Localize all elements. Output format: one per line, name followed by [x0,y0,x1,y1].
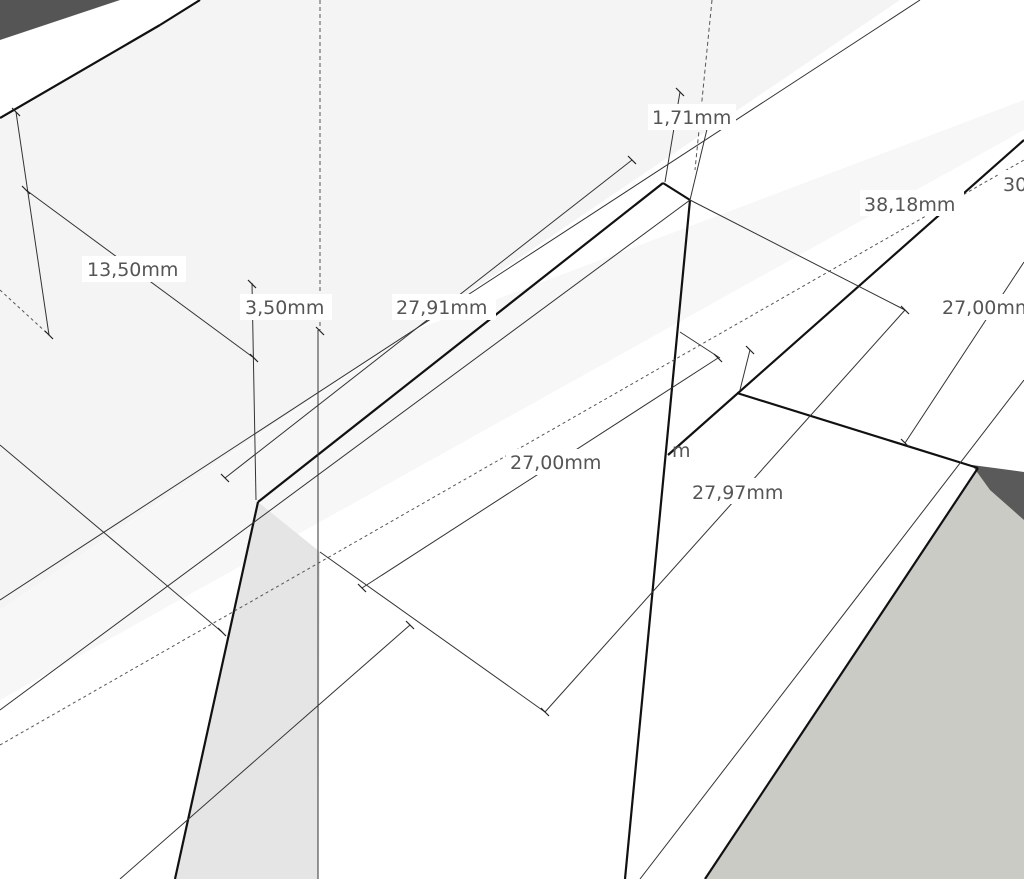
dimension-label-m-partial: m [672,440,691,462]
dimension-ticks [11,87,910,717]
top-left-dark-corner [0,0,120,40]
right-dark-edge-strip [972,465,1024,520]
bracket-side-face [175,502,320,879]
dimension-label-38-18mm: 38,18mm [864,194,955,216]
dimension-label-3-50mm: 3,50mm [245,297,324,319]
dimension-label-1-71mm: 1,71mm [652,107,731,129]
dimension-label-27-91mm: 27,91mm [396,297,487,319]
dimension-label-13-50mm: 13,50mm [87,259,178,281]
dimension-label-27-00mm-right: 27,00mm [942,297,1024,319]
dimension-label-27-00mm-center: 27,00mm [510,452,601,474]
dimension-label-27-97mm: 27,97mm [692,482,783,504]
right-gray-surface [705,470,1024,879]
dimension-label-30-partial: 30 [1003,174,1024,196]
label-knockouts [82,104,1024,504]
